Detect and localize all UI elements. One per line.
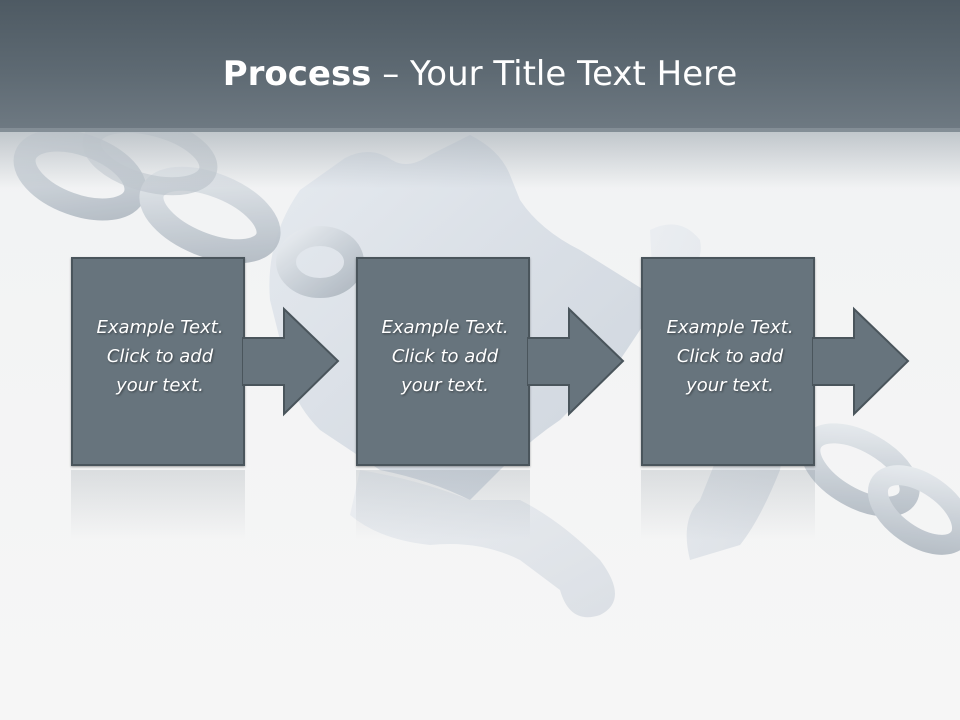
step-text-line: Click to add xyxy=(391,346,499,367)
title-rest-text: – Your Title Text Here xyxy=(371,54,738,94)
slide-title[interactable]: Process – Your Title Text Here xyxy=(0,52,960,96)
title-bar xyxy=(0,0,960,132)
step-reflection xyxy=(71,470,245,540)
step-text-line: your text. xyxy=(686,375,774,396)
step-text-line: Click to add xyxy=(676,346,784,367)
step-text-line: Example Text. xyxy=(96,317,224,338)
right-arrow-icon xyxy=(812,306,910,417)
step-box[interactable]: Example Text. Click to add your text. xyxy=(71,257,245,466)
right-arrow-icon xyxy=(527,306,625,417)
step-text-line: Example Text. xyxy=(381,317,509,338)
title-bold-text: Process xyxy=(222,54,372,94)
step-text[interactable]: Example Text. Click to add your text. xyxy=(362,313,528,400)
step-text-line: your text. xyxy=(116,375,204,396)
step-text[interactable]: Example Text. Click to add your text. xyxy=(77,313,243,400)
step-box[interactable]: Example Text. Click to add your text. xyxy=(356,257,530,466)
title-bar-shadow xyxy=(0,128,960,188)
step-text-line: Click to add xyxy=(106,346,214,367)
puzzle-piece-lower-shape xyxy=(350,470,615,618)
step-box[interactable]: Example Text. Click to add your text. xyxy=(641,257,815,466)
step-text-line: Example Text. xyxy=(666,317,794,338)
process-step-1[interactable]: Example Text. Click to add your text. xyxy=(71,257,245,466)
right-arrow-icon xyxy=(242,306,340,417)
process-step-2[interactable]: Example Text. Click to add your text. xyxy=(356,257,530,466)
step-text[interactable]: Example Text. Click to add your text. xyxy=(647,313,813,400)
step-reflection xyxy=(356,470,530,540)
step-text-line: your text. xyxy=(401,375,489,396)
step-reflection xyxy=(641,470,815,540)
process-step-3[interactable]: Example Text. Click to add your text. xyxy=(641,257,815,466)
